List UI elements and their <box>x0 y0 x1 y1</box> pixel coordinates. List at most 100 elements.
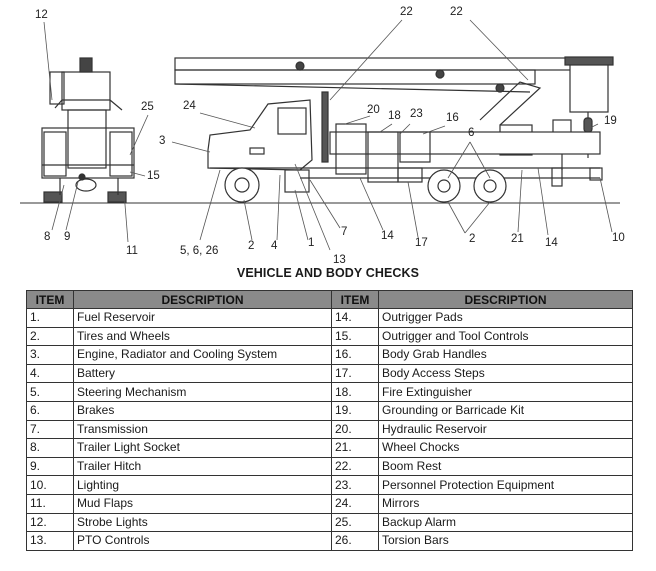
callout-17: 17 <box>415 237 428 249</box>
item-description-right: Outrigger Pads <box>378 308 633 328</box>
item-description-right: Hydraulic Reservoir <box>378 419 633 440</box>
item-description-left: Mud Flaps <box>73 493 332 514</box>
callout-22-b: 22 <box>450 6 463 18</box>
callout-15: 15 <box>147 170 160 182</box>
header-description-right: DESCRIPTION <box>378 290 633 309</box>
callout-10: 10 <box>612 232 625 244</box>
item-number-left: 13. <box>26 531 74 551</box>
item-number-left: 2. <box>26 326 74 347</box>
callout-5-6-26: 5, 6, 26 <box>180 245 219 257</box>
callout-9: 9 <box>64 231 71 243</box>
callout-3: 3 <box>159 135 166 147</box>
callout-8: 8 <box>44 231 51 243</box>
callout-14-a: 14 <box>381 230 394 242</box>
truck-line-drawing <box>20 19 620 251</box>
callout-22-a: 22 <box>400 6 413 18</box>
item-number-right: 17. <box>331 363 379 384</box>
item-description-left: Engine, Radiator and Cooling System <box>73 345 332 365</box>
item-description-right: Backup Alarm <box>378 512 633 533</box>
item-number-left: 8. <box>26 438 74 458</box>
item-description-left: Fuel Reservoir <box>73 308 332 328</box>
callout-2-b: 2 <box>469 233 476 245</box>
header-description-left: DESCRIPTION <box>73 290 332 309</box>
item-number-left: 9. <box>26 456 74 477</box>
item-number-right: 21. <box>331 438 379 458</box>
item-description-left: PTO Controls <box>73 531 332 551</box>
callout-25: 25 <box>141 101 154 113</box>
item-description-right: Outrigger and Tool Controls <box>378 326 633 347</box>
rear-view <box>41 57 135 203</box>
item-number-right: 18. <box>331 382 379 402</box>
item-number-right: 23. <box>331 475 379 495</box>
item-description-right: Fire Extinguisher <box>378 382 633 402</box>
item-number-right: 14. <box>331 308 379 328</box>
callout-2-a: 2 <box>248 240 255 252</box>
item-description-left: Steering Mechanism <box>73 382 332 402</box>
callout-12: 12 <box>35 9 48 21</box>
item-description-right: Wheel Chocks <box>378 438 633 458</box>
item-description-left: Tires and Wheels <box>73 326 332 347</box>
item-number-right: 26. <box>331 531 379 551</box>
checks-table: ITEM DESCRIPTION ITEM DESCRIPTION 1.Fuel… <box>26 290 633 551</box>
item-description-right: Body Access Steps <box>378 363 633 384</box>
callout-16: 16 <box>446 112 459 124</box>
side-view <box>207 91 603 203</box>
item-description-left: Trailer Hitch <box>73 456 332 477</box>
callout-6: 6 <box>468 127 475 139</box>
callout-14-b: 14 <box>545 237 558 249</box>
callout-20: 20 <box>367 104 380 116</box>
boom-assembly <box>174 56 614 170</box>
item-number-right: 25. <box>331 512 379 533</box>
item-number-left: 7. <box>26 419 74 440</box>
callout-21: 21 <box>511 233 524 245</box>
item-description-left: Transmission <box>73 419 332 440</box>
item-number-left: 6. <box>26 400 74 421</box>
callout-7: 7 <box>341 226 348 238</box>
callout-24: 24 <box>183 100 196 112</box>
callout-18: 18 <box>388 110 401 122</box>
item-number-left: 12. <box>26 512 74 533</box>
callout-leaders <box>43 19 613 251</box>
item-number-right: 20. <box>331 419 379 440</box>
callout-19: 19 <box>604 115 617 127</box>
item-number-right: 24. <box>331 493 379 514</box>
item-description-right: Grounding or Barricade Kit <box>378 400 633 421</box>
item-description-left: Brakes <box>73 400 332 421</box>
item-number-right: 19. <box>331 400 379 421</box>
item-number-left: 11. <box>26 493 74 514</box>
item-number-left: 4. <box>26 363 74 384</box>
figure-title: VEHICLE AND BODY CHECKS <box>236 266 420 280</box>
item-description-right: Torsion Bars <box>378 531 633 551</box>
item-description-right: Personnel Protection Equipment <box>378 475 633 495</box>
item-description-left: Trailer Light Socket <box>73 438 332 458</box>
item-description-right: Boom Rest <box>378 456 633 477</box>
table-header-row: ITEM DESCRIPTION ITEM DESCRIPTION <box>26 290 633 309</box>
callout-4: 4 <box>271 240 278 252</box>
callout-11: 11 <box>126 245 138 257</box>
item-number-left: 10. <box>26 475 74 495</box>
item-description-left: Strobe Lights <box>73 512 332 533</box>
item-description-right: Mirrors <box>378 493 633 514</box>
item-number-right: 16. <box>331 345 379 365</box>
item-number-right: 15. <box>331 326 379 347</box>
truck-diagram: 12 22 22 25 24 3 20 18 23 16 6 19 15 8 9… <box>0 0 656 266</box>
callout-23: 23 <box>410 108 423 120</box>
item-number-left: 1. <box>26 308 74 328</box>
callout-1: 1 <box>308 237 315 249</box>
item-description-right: Body Grab Handles <box>378 345 633 365</box>
header-item-left: ITEM <box>26 290 74 309</box>
